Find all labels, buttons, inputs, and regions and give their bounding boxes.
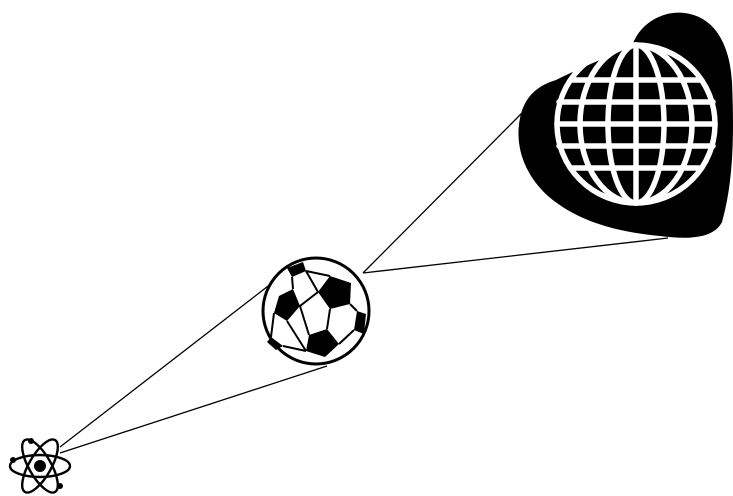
- connector-line-atom-to-ball-upper: [60, 283, 272, 447]
- connector-line-atom-to-ball-lower: [60, 366, 327, 453]
- connector-line-ball-to-globe-lower: [363, 238, 668, 273]
- atom-electron: [28, 438, 34, 444]
- atom-electron: [57, 483, 63, 489]
- soccer-ball-icon: [263, 258, 369, 364]
- atom-electron: [10, 457, 16, 463]
- atom-nucleus: [34, 460, 46, 472]
- globe-icon: [518, 13, 733, 238]
- connector-line-ball-to-globe-upper: [363, 113, 522, 273]
- atom-icon: [10, 435, 70, 496]
